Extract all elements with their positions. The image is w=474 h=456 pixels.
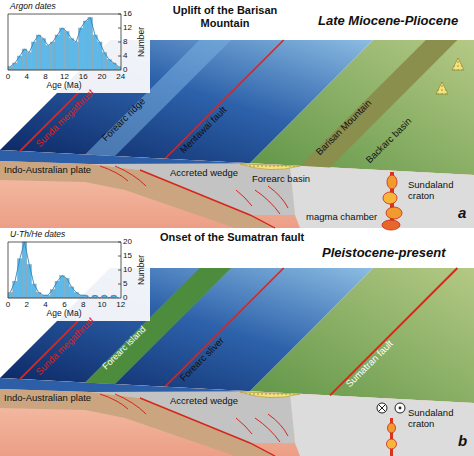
panel-title: Late Miocene-Pliocene bbox=[318, 14, 458, 29]
histogram-bar bbox=[74, 42, 79, 70]
axis-tick: 0 bbox=[6, 300, 10, 309]
histogram-bar bbox=[36, 35, 41, 70]
axis-tick: 20 bbox=[123, 237, 132, 246]
panel-heading: Onset of the Sumatran fault bbox=[160, 231, 304, 244]
region-label: Sundaland craton bbox=[408, 408, 466, 430]
density-curve bbox=[10, 18, 118, 67]
axis-tick: 2 bbox=[25, 300, 29, 309]
histogram-inset-b bbox=[0, 228, 150, 321]
axis-title: Number bbox=[137, 255, 147, 285]
axis-tick: 0 bbox=[6, 72, 10, 81]
axis-tick: 8 bbox=[123, 37, 127, 46]
histogram-inset-a bbox=[0, 0, 150, 93]
region-label: Forearc basin bbox=[252, 174, 310, 185]
plate-label: Indo-Australian plate bbox=[4, 165, 91, 176]
axis-tick: 15 bbox=[123, 251, 132, 260]
axis-tick: 4 bbox=[123, 51, 127, 60]
histogram-bar bbox=[41, 39, 46, 71]
panel-b-block bbox=[0, 268, 474, 456]
panel-letter: a bbox=[458, 204, 466, 221]
axis-tick: 12 bbox=[60, 72, 69, 81]
axis-tick: 16 bbox=[79, 72, 88, 81]
histogram-bar bbox=[83, 21, 88, 70]
axis-tick: 8 bbox=[43, 72, 47, 81]
axis-tick: 10 bbox=[123, 265, 132, 274]
histogram-bar bbox=[60, 28, 65, 70]
axis-tick: 12 bbox=[123, 23, 132, 32]
axis-tick: 16 bbox=[123, 9, 132, 18]
region-label: Accreted wedge bbox=[170, 168, 238, 179]
axis-tick: 8 bbox=[81, 300, 85, 309]
axis-tick: 4 bbox=[43, 300, 47, 309]
density-curve bbox=[10, 242, 118, 298]
histogram-bar bbox=[93, 35, 98, 70]
histogram-bar bbox=[60, 276, 65, 298]
axis-title: Age (Ma) bbox=[47, 81, 82, 91]
axis-tick: 24 bbox=[116, 72, 125, 81]
panel-heading: Uplift of the Barisan Mountain bbox=[159, 4, 291, 29]
histogram-bar bbox=[46, 46, 51, 71]
axis-tick: 10 bbox=[98, 300, 107, 309]
region-label: Accreted wedge bbox=[170, 396, 238, 407]
panel-title: Pleistocene-present bbox=[322, 246, 446, 261]
histogram-bar bbox=[27, 53, 32, 71]
histogram-bar bbox=[8, 292, 13, 298]
histogram-bar bbox=[64, 32, 69, 71]
axis-tick: 5 bbox=[123, 279, 127, 288]
panel-letter: b bbox=[458, 432, 467, 449]
axis-tick: 12 bbox=[116, 300, 125, 309]
axis-tick: 20 bbox=[98, 72, 107, 81]
histogram-bar bbox=[8, 67, 13, 71]
histogram-bar bbox=[50, 290, 55, 298]
histogram-bar bbox=[79, 28, 84, 70]
inset-title: U-Th/He dates bbox=[10, 230, 65, 240]
histogram-bar bbox=[88, 18, 93, 71]
axis-tick: 6 bbox=[62, 300, 66, 309]
histogram-bar bbox=[69, 39, 74, 71]
inset-title: Argon dates bbox=[10, 2, 56, 12]
plate-label: Indo-Australian plate bbox=[4, 393, 91, 404]
histogram-bar bbox=[55, 35, 60, 70]
axis-title: Number bbox=[137, 27, 147, 57]
histogram-bar bbox=[50, 42, 55, 70]
axis-tick: 4 bbox=[25, 72, 29, 81]
histogram-bar bbox=[116, 67, 121, 71]
region-label: magma chamber bbox=[306, 212, 377, 223]
histogram-bar bbox=[13, 281, 18, 298]
axis-title: Age (Ma) bbox=[47, 309, 82, 319]
region-label: Sundaland craton bbox=[408, 180, 466, 202]
